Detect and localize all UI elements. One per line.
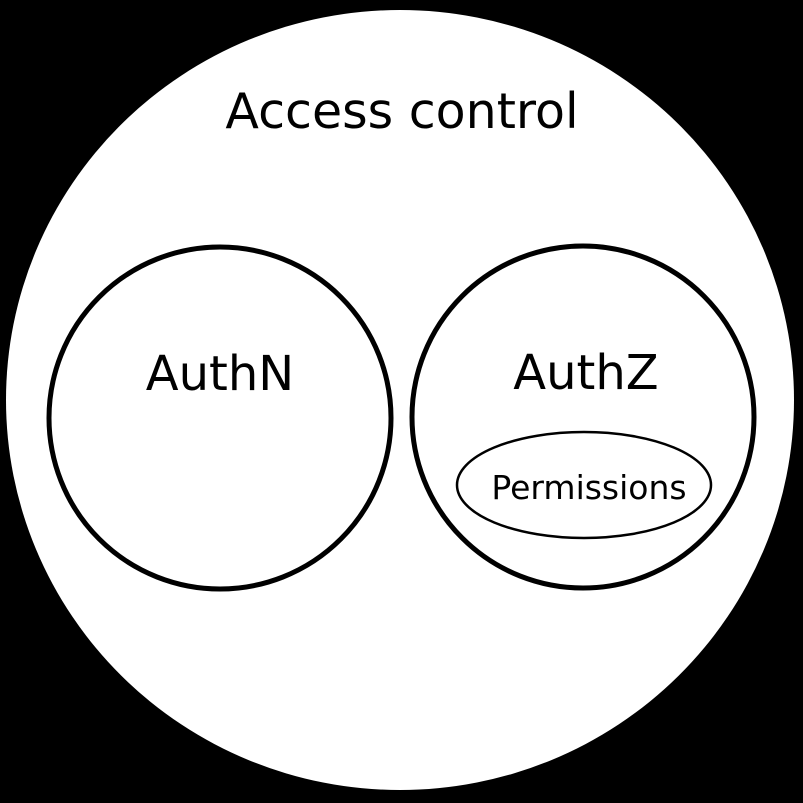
permissions-set-ellipse [455, 430, 713, 540]
permissions-set-label: Permissions [491, 468, 686, 507]
authn-set-circle [46, 244, 394, 592]
authz-set-label: AuthZ [513, 345, 658, 401]
access-control-set-ellipse [6, 10, 794, 790]
authn-set-label: AuthN [146, 346, 294, 402]
diagram-title: Access control [225, 83, 578, 140]
